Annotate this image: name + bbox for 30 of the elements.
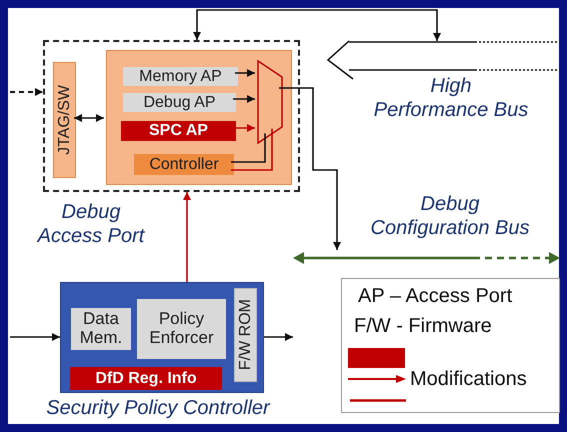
arrow: [10, 333, 60, 341]
arrow: [235, 69, 255, 77]
module-box: [106, 50, 292, 185]
arrow: [233, 95, 255, 103]
arrow: [74, 114, 104, 122]
abbreviation-note: AP – Access Port: [358, 285, 512, 307]
block-title: Security Policy Controller: [45, 396, 272, 420]
memory-block: F/W ROM: [234, 288, 257, 382]
arrow: [264, 333, 293, 341]
block: Data Mem.: [71, 308, 131, 350]
highlight-block: SPC AP: [121, 121, 236, 141]
block: Controller: [134, 154, 234, 175]
highlight-block: DfD Reg. Info: [70, 367, 222, 390]
multiplexer-shape: [258, 61, 282, 143]
abbreviation-note: F/W - Firmware: [354, 315, 492, 337]
port-block: JTAG/SW: [53, 62, 76, 178]
connector-line: [231, 133, 266, 163]
arrow: [183, 192, 191, 282]
legend-label: Modifications: [410, 368, 527, 390]
arrow: [193, 9, 441, 41]
block-title: High Performance Bus: [372, 74, 530, 122]
connector-line: [231, 128, 273, 171]
block-title: Debug Configuration Bus: [370, 192, 530, 240]
block: Debug AP: [123, 93, 236, 112]
block: Policy Enforcer: [137, 299, 226, 359]
arrow: [279, 87, 341, 250]
block-title: Debug Access Port: [36, 200, 146, 248]
arrow: [10, 88, 43, 96]
arrow: [233, 124, 255, 132]
block: Memory AP: [123, 67, 238, 86]
